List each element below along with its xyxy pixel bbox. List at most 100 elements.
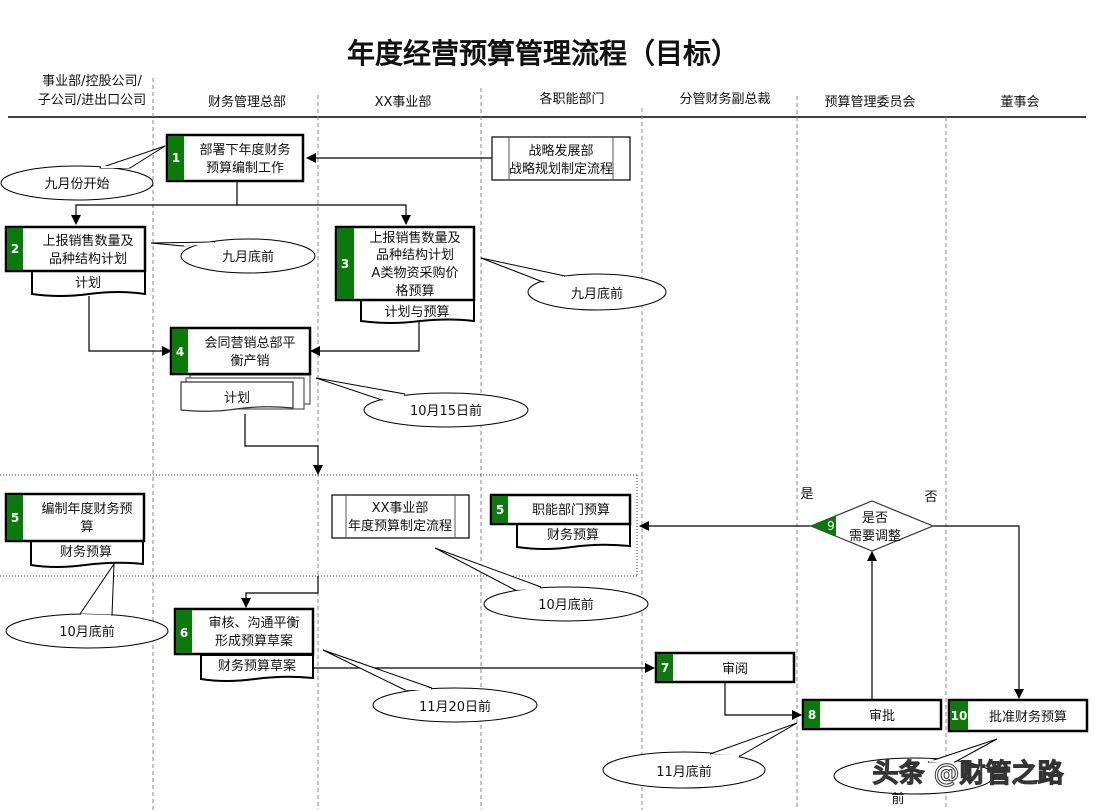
document-label: 财务预算 <box>60 544 112 560</box>
step-number: 4 <box>176 345 184 359</box>
step-6[interactable]: 财务预算草案 6 审核、沟通平衡 形成预算草案 <box>173 607 315 682</box>
step-label-line: 上报销售数量及 <box>369 230 460 246</box>
decision-label-line: 是否 <box>862 511 888 526</box>
step-label-line: 品种结构计划 <box>49 252 127 267</box>
document-shape <box>200 654 314 682</box>
step-badge <box>7 495 23 540</box>
note-oct-15: 10月15日前 <box>315 377 529 428</box>
note-text: 11月底前 <box>656 764 712 780</box>
note-nov-20: 11月20日前 <box>322 649 538 723</box>
step-label-line: 批准财务预算 <box>989 709 1067 725</box>
step-badge <box>950 701 968 730</box>
lane-label-finance: 财务管理总部 <box>208 94 286 110</box>
note-text: 10月底前 <box>59 624 115 640</box>
step-5-finance-budget[interactable]: 财务预算 5 编制年度财务预 算 <box>4 492 146 568</box>
step-label-line: 部署下年度财务 <box>199 142 290 158</box>
step-number: 2 <box>11 242 19 256</box>
lane-label-subsidiaries-line1: 事业部/控股公司/ <box>42 74 142 89</box>
lane-label-committee: 预算管理委员会 <box>824 95 915 110</box>
arrow-step1-to-step3 <box>237 204 411 225</box>
note-sept-end-3: 九月底前 <box>480 257 667 311</box>
step-label-line: 形成预算草案 <box>215 634 293 649</box>
step-1[interactable]: 1 部署下年度财务 预算编制工作 <box>165 133 305 183</box>
step-label-line: 编制年度财务预 <box>41 501 132 517</box>
lane-label-board: 董事会 <box>1000 95 1039 110</box>
step-9-decision[interactable]: 9 是否 需要调整 是 否 <box>800 487 938 552</box>
arrow-step1-to-step2 <box>71 181 238 225</box>
lane-label-functional: 各职能部门 <box>539 91 604 107</box>
step-label-line: A类物资采购价 <box>372 265 459 281</box>
step-10[interactable]: 10 批准财务预算 <box>947 698 1089 733</box>
decision-label-line: 需要调整 <box>849 529 901 544</box>
step-label-line: 审批 <box>869 709 895 724</box>
note-text: 10月15日前 <box>410 403 482 419</box>
watermark: 头条 @财管之路 <box>872 758 1064 789</box>
step-3[interactable]: 计划与预算 3 上报销售数量及 品种结构计划 A类物资采购价 格预算 <box>334 225 476 324</box>
step-8[interactable]: 8 审批 <box>801 698 943 731</box>
step-7[interactable]: 7 审阅 <box>654 651 796 684</box>
step-number: 9 <box>827 519 835 533</box>
step-badge <box>804 701 820 728</box>
lane-headers: 事业部/控股公司/ 子公司/进出口公司 财务管理总部 XX事业部 各职能部门 分… <box>38 74 1040 110</box>
note-text: 九月底前 <box>222 249 274 265</box>
step-number: 7 <box>661 661 669 675</box>
document-shape <box>30 540 144 568</box>
step-badge <box>337 228 354 299</box>
callouts: 九月份开始 九月底前 九月底前 10月15日前 10月底前 <box>0 145 998 807</box>
step-label-line: 衡产销 <box>230 354 269 369</box>
step-2[interactable]: 计划 2 上报销售数量及 品种结构计划 <box>4 225 147 297</box>
note-text: 11月20日前 <box>419 699 491 715</box>
subprocess-label-line: XX事业部 <box>372 501 429 516</box>
step-label-line: 审阅 <box>722 662 748 677</box>
step-5-functional-budget[interactable]: 财务预算 5 职能部门预算 <box>489 493 632 550</box>
step-badge <box>492 496 508 523</box>
step-badge <box>168 136 184 180</box>
step-label-line: 预算编制工作 <box>206 161 284 176</box>
note-text: 九月底前 <box>571 286 623 302</box>
subprocess-label-line: 年度预算制定流程 <box>348 518 452 534</box>
arrow-phase-to-step6 <box>241 576 319 608</box>
lane-label-subsidiaries-line2: 子公司/进出口公司 <box>38 93 146 108</box>
decision-yes-label: 是 <box>800 487 813 502</box>
decision-diamond <box>809 500 935 552</box>
arrow-step3-to-step4 <box>310 322 420 356</box>
document-shape <box>31 270 146 297</box>
step-badge <box>7 228 23 270</box>
step-badge <box>657 654 673 681</box>
step-label-line: 会同营销总部平 <box>204 336 295 351</box>
document-shape <box>516 522 631 550</box>
lane-label-vp-finance: 分管财务副总裁 <box>679 91 770 107</box>
note-sept-start: 九月份开始 <box>0 145 166 201</box>
note-text: 前 <box>891 791 904 807</box>
note-text: 九月份开始 <box>44 177 109 192</box>
lane-dividers <box>152 78 947 810</box>
document-label: 财务预算 <box>547 527 599 543</box>
step-label-line: 算 <box>80 520 93 535</box>
arrow-step9-no-to-step10 <box>933 525 1024 699</box>
step-label-line: 上报销售数量及 <box>42 233 133 249</box>
step-label-line: 职能部门预算 <box>532 503 610 518</box>
step-number: 5 <box>496 503 504 517</box>
step-4[interactable]: 计划 4 会同营销总部平 衡产销 <box>169 326 312 412</box>
connectors <box>71 153 1024 720</box>
note-nov-end: 11月底前 <box>602 722 798 789</box>
step-badge <box>176 610 192 653</box>
step-number: 6 <box>180 626 188 640</box>
note-text: 10月底前 <box>538 597 594 613</box>
document-shape <box>180 381 294 412</box>
note-board: 前 <box>833 738 998 807</box>
document-label: 计划与预算 <box>384 305 449 320</box>
step-label-line: 格预算 <box>395 283 434 299</box>
step-label-line: 审核、沟通平衡 <box>208 616 299 631</box>
decision-no-label: 否 <box>924 490 937 505</box>
step-badge <box>172 329 188 373</box>
subprocess-strategy[interactable]: 战略发展部 战略规划制定流程 <box>491 136 631 181</box>
arrow-step2-to-step4 <box>88 296 172 356</box>
step-number: 10 <box>951 709 968 723</box>
lane-label-xx-division: XX事业部 <box>375 95 432 110</box>
page-title: 年度经营预算管理流程（目标） <box>347 37 739 70</box>
subprocess-xx-division-budget[interactable]: XX事业部 年度预算制定流程 <box>331 494 470 539</box>
step-number: 1 <box>172 151 180 165</box>
subprocess-label-line: 战略规划制定流程 <box>509 161 613 177</box>
